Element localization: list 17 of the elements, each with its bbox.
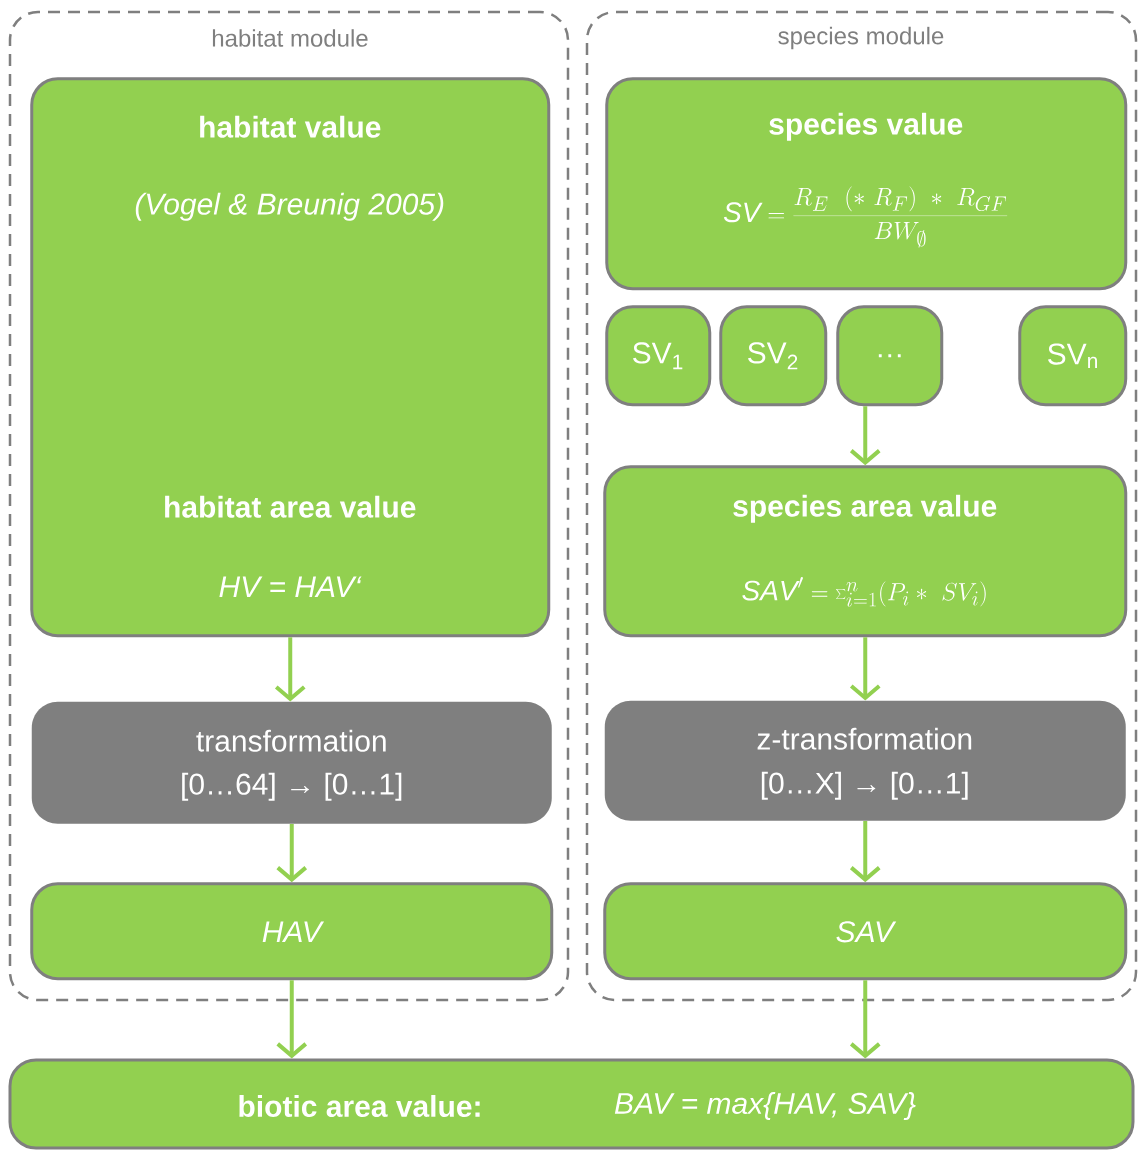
process-box: habitat value (Vogel & Breunig 2005) habitat area value HV = HAV‘: [30, 77, 551, 638]
arrow: [274, 637, 306, 702]
process-box: z-transformation [0…X] → [0…1]: [604, 700, 1126, 821]
arrow: [276, 980, 308, 1059]
value-box: …: [836, 305, 944, 407]
process-box: transformation [0…64] → [0…1]: [31, 701, 552, 824]
arrow: [849, 820, 881, 883]
result-box: SAV: [603, 882, 1128, 981]
value-box: SV$_{1}$: [605, 305, 712, 407]
value-box: SV$_{2}$: [719, 305, 828, 407]
process-box: species value $\mathit{SV} = \frac{R_E\ \ (*\ R_F)\ *\ R_{GF}}{BW_{\emptyset}}$: [605, 77, 1128, 291]
result-box: HAV: [30, 882, 554, 981]
arrow: [849, 637, 881, 701]
value-box: SV$_{n}$: [1018, 305, 1128, 407]
arrow: [849, 980, 881, 1059]
result-box: biotic area value: BAV = max{HAV, SAV}: [8, 1058, 1135, 1150]
process-box: species area value $\mathit{SAV}' = \textstyle\sum_{i=1}^{n}(P_i *\ SV_i)$: [603, 465, 1128, 638]
